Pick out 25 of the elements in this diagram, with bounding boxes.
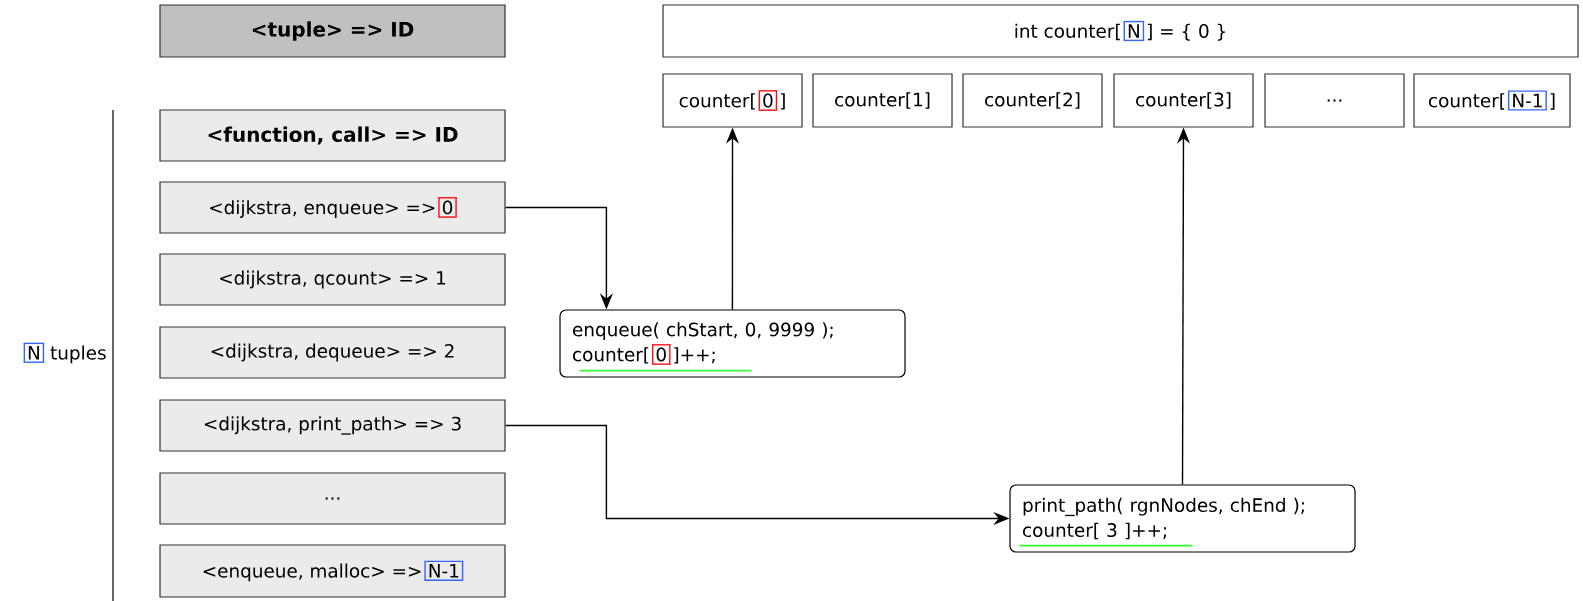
array-box: ... — [1264, 73, 1405, 128]
array-box: counter[ 0 ] — [662, 73, 803, 128]
entry-box: ... — [159, 472, 506, 525]
entry-box: <dijkstra, qcount> => 1 — [159, 253, 506, 306]
array-box: counter[ N-1 ] — [1413, 73, 1571, 128]
entry-box: <tuple> => ID — [159, 4, 506, 58]
label: tuples — [50, 345, 106, 364]
code-box: enqueue( chStart, 0, 9999 ); counter[ 0 ]++; — [559, 309, 906, 378]
entry-box: <enqueue, malloc> => N-1 — [159, 544, 506, 598]
highlight-frame: 0 — [437, 197, 458, 218]
entry-box: <dijkstra, dequeue> => 2 — [159, 326, 506, 379]
array-box: counter[1] — [812, 73, 953, 128]
highlight-frame: N — [1122, 20, 1145, 42]
entry-box: <function, call> => ID — [159, 109, 506, 162]
highlight-frame: N-1 — [1507, 90, 1548, 111]
array-box: counter[3] — [1113, 73, 1254, 128]
array-box: int counter[ N ] = { 0 } — [662, 4, 1579, 58]
array-box: counter[2] — [962, 73, 1103, 128]
entry-box: <dijkstra, print_path> => 3 — [159, 399, 506, 452]
highlight-frame: 0 — [757, 90, 778, 111]
entry-box: <dijkstra, enqueue> => 0 — [159, 181, 506, 234]
highlight-frame: N — [22, 342, 45, 363]
highlight-frame: 0 — [651, 344, 672, 365]
code-box: print_path( rgnNodes, chEnd ); counter[ 3 ]++; — [1009, 484, 1356, 553]
highlight-frame: N-1 — [423, 560, 464, 581]
